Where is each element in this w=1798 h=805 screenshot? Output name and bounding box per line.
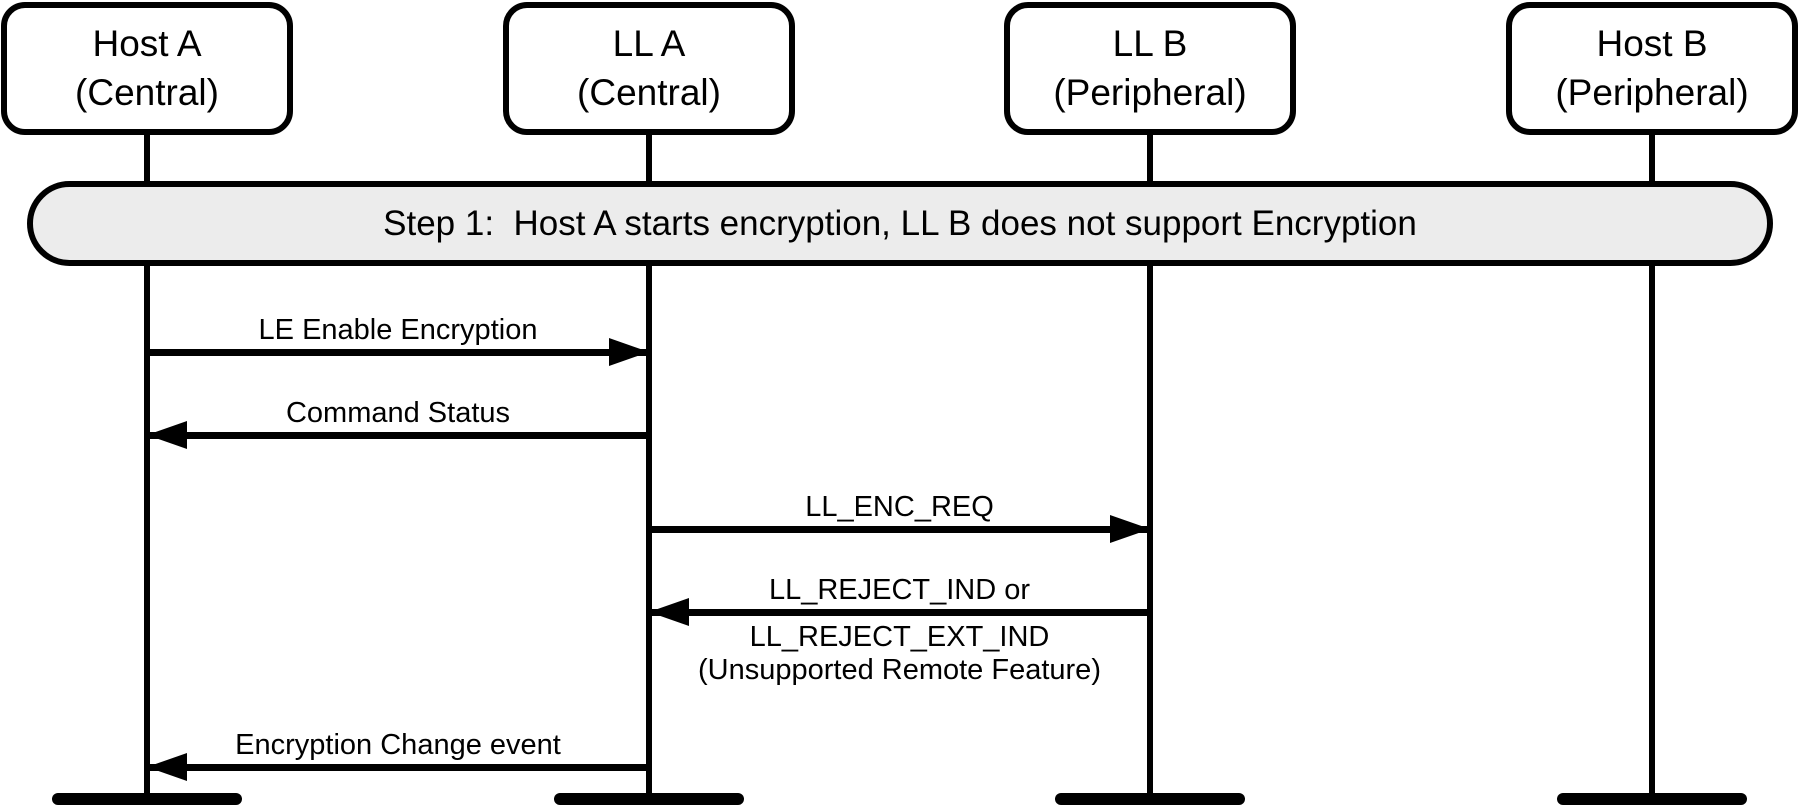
actor-box-host-a: Host A (Central) [1, 2, 293, 135]
message-label: LL_ENC_REQ [805, 491, 994, 523]
actor-name: LL B [1112, 22, 1188, 64]
message-arrow-ll-reject-ind [649, 609, 1150, 616]
actor-box-host-b: Host B (Peripheral) [1506, 2, 1798, 135]
actor-role: (Central) [75, 71, 219, 113]
message-label: LL_REJECT_EXT_IND (Unsupported Remote Fe… [649, 621, 1150, 687]
lifeline-end-bar-host-b [1557, 793, 1747, 805]
message-arrow-le-enable-encryption [147, 349, 649, 356]
message-arrow-encryption-change-event [147, 764, 649, 771]
lifeline-end-bar-ll-b [1055, 793, 1245, 805]
lifeline-end-bar-ll-a [554, 793, 744, 805]
lifeline-ll-b [1147, 130, 1153, 800]
lifeline-host-a [144, 130, 150, 800]
arrowhead-left-icon [147, 753, 187, 781]
message-label: Encryption Change event [235, 729, 561, 761]
lifeline-end-bar-host-a [52, 793, 242, 805]
message-label-line2: LL_REJECT_EXT_IND [749, 621, 1050, 653]
actor-box-ll-a: LL A (Central) [503, 2, 795, 135]
arrowhead-right-icon [609, 338, 649, 366]
message-label-line3: (Unsupported Remote Feature) [698, 654, 1101, 686]
actor-role: (Peripheral) [1053, 71, 1247, 113]
arrowhead-left-icon [147, 421, 187, 449]
lifeline-host-b [1649, 130, 1655, 800]
message-label: LL_REJECT_IND or [768, 574, 1031, 606]
message-arrow-command-status [147, 432, 649, 439]
lifeline-ll-a [646, 130, 652, 800]
actor-name: Host A [92, 22, 202, 64]
actor-name: Host B [1596, 22, 1708, 64]
actor-role: (Central) [577, 71, 721, 113]
arrowhead-right-icon [1110, 515, 1150, 543]
actor-box-ll-b: LL B (Peripheral) [1004, 2, 1296, 135]
arrowhead-left-icon [649, 598, 689, 626]
actor-role: (Peripheral) [1555, 71, 1749, 113]
step-banner-text: Step 1: Host A starts encryption, LL B d… [383, 203, 1417, 243]
message-label: Command Status [285, 397, 511, 429]
actor-name: LL A [612, 22, 686, 64]
step-banner: Step 1: Host A starts encryption, LL B d… [27, 181, 1773, 266]
message-label: LE Enable Encryption [258, 314, 538, 346]
message-arrow-ll-enc-req [649, 526, 1150, 533]
